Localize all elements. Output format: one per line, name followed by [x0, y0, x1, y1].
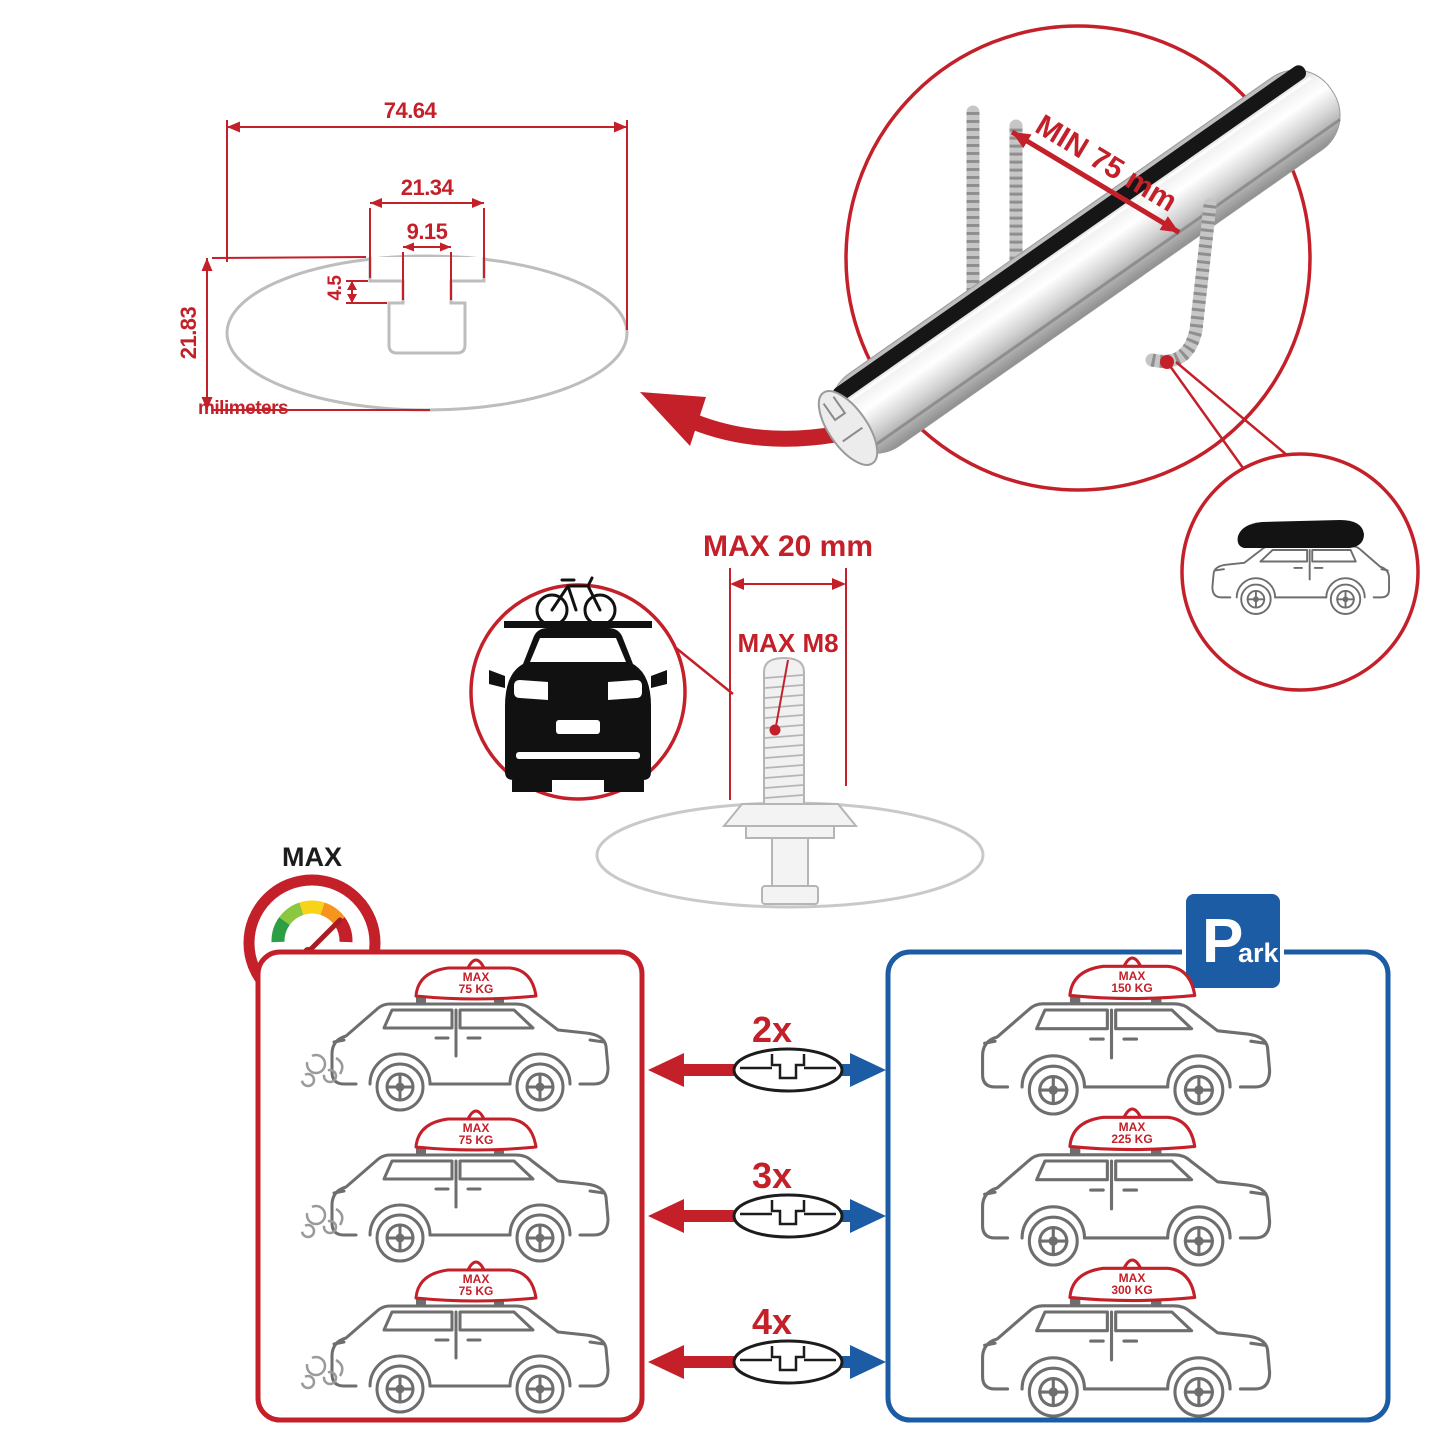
- bolt-detail-diagram: MAX 20 mm MAX M8: [469, 530, 985, 909]
- car-front-icon: [489, 621, 667, 792]
- multiplier-label: 2x: [752, 1009, 792, 1050]
- park-sign-suffix: ark: [1238, 938, 1280, 968]
- park-sign: P ark: [1182, 890, 1284, 992]
- multiplier-label: 4x: [752, 1301, 792, 1342]
- gauge-needle: [305, 917, 343, 955]
- thread-leader-dot: [769, 724, 781, 736]
- red-left-arrowhead: [648, 1345, 684, 1379]
- parked-car-2: MAX 225 KG: [980, 1107, 1272, 1267]
- load-comparison: MAX 120 km/h P ark: [243, 842, 1391, 1423]
- bar-count-row-3: 4x: [648, 1301, 886, 1385]
- u-bolt-hook-icon: [1145, 198, 1217, 368]
- moving-car-2: MAX 75 KG: [300, 1109, 610, 1263]
- parked-car-1: MAX 150 KG: [980, 956, 1272, 1116]
- leader-dot: [1160, 355, 1174, 369]
- blue-right-arrowhead: [850, 1345, 886, 1379]
- red-left-arrowhead: [648, 1199, 684, 1233]
- cargo-max-label: MAX: [1119, 969, 1146, 983]
- bar-count-row-2: 3x: [648, 1155, 886, 1239]
- bar-count-row-1: 2x: [648, 1009, 886, 1093]
- crossbar-render: [817, 65, 1341, 466]
- moving-car-1: MAX 75 KG: [300, 958, 610, 1112]
- max-bolt-length-label: MAX 20 mm: [703, 530, 873, 563]
- bike-car-leader-line: [675, 647, 734, 695]
- thread-leader-line: [775, 659, 789, 727]
- bar-end-cap: [817, 390, 879, 466]
- bar-render-detail: MIN 75 mm: [817, 24, 1420, 692]
- dim-slot-inner: 9.15: [407, 219, 448, 244]
- cargo-max-label: MAX: [463, 1121, 490, 1135]
- roofbox-icon: [1237, 520, 1364, 548]
- multiplier-label: 3x: [752, 1155, 792, 1196]
- cargo-load-label: 75 KG: [459, 1284, 494, 1298]
- crossbar-cross-section-icon: [732, 1047, 844, 1093]
- park-sign-letter: P: [1202, 907, 1243, 976]
- dim-lip-depth: 4.5: [325, 275, 346, 301]
- speed-max-label: MAX: [282, 842, 342, 872]
- roofbox-suv-detail: [1180, 452, 1420, 692]
- max-thread-label: MAX M8: [737, 628, 838, 658]
- leader-line: [1175, 361, 1289, 457]
- crossbar-cross-section-icon: [732, 1339, 844, 1385]
- cargo-load-label: 75 KG: [459, 982, 494, 996]
- cargo-load-label: 150 KG: [1111, 981, 1152, 995]
- blue-right-arrowhead: [850, 1053, 886, 1087]
- bike-car-detail: [469, 576, 734, 801]
- cargo-max-label: MAX: [1119, 1120, 1146, 1134]
- dim-total-height: 21.83: [176, 306, 201, 359]
- leader-line: [1168, 365, 1245, 469]
- blue-right-arrowhead: [850, 1199, 886, 1233]
- parked-car-3: MAX 300 KG: [980, 1258, 1272, 1418]
- cargo-load-label: 300 KG: [1111, 1283, 1152, 1297]
- bolt-dimension-lines: [729, 568, 847, 800]
- t-slot-adapter: [721, 803, 859, 905]
- units-label: milimeters: [198, 398, 288, 419]
- dimension-lines: [201, 120, 628, 411]
- t-slot-profile: [368, 257, 486, 355]
- dim-total-width: 74.64: [384, 98, 438, 123]
- cargo-load-label: 75 KG: [459, 1133, 494, 1147]
- cargo-max-label: MAX: [463, 1272, 490, 1286]
- moving-car-3: MAX 75 KG: [300, 1260, 610, 1414]
- dim-slot-outer: 21.34: [401, 175, 455, 200]
- cargo-load-label: 225 KG: [1111, 1132, 1152, 1146]
- cargo-max-label: MAX: [1119, 1271, 1146, 1285]
- cargo-max-label: MAX: [463, 970, 490, 984]
- red-left-arrowhead: [648, 1053, 684, 1087]
- crossbar-cross-section-icon: [732, 1193, 844, 1239]
